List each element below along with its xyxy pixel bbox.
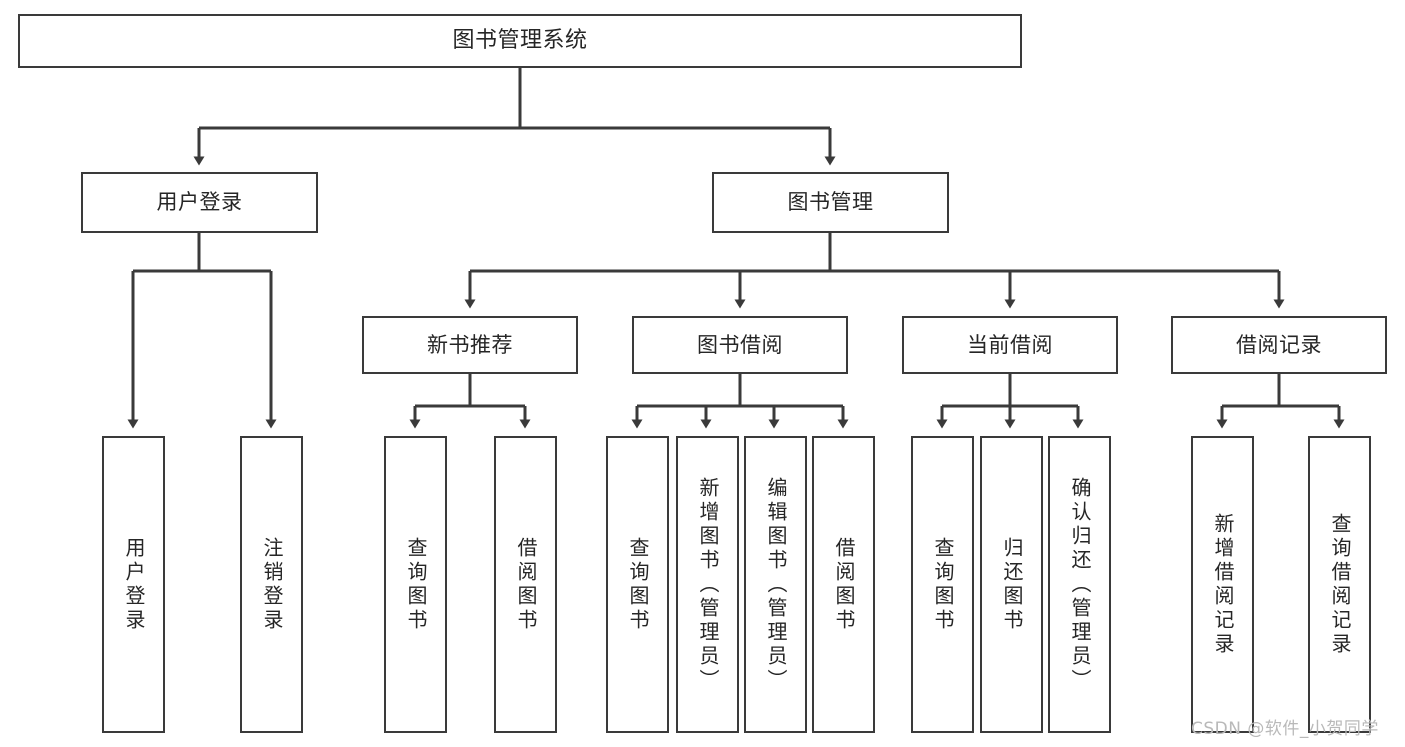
node-label: 借阅图书 bbox=[832, 536, 856, 633]
node-label: 新书推荐 bbox=[427, 332, 513, 357]
node-label: 图书管理 bbox=[787, 190, 874, 215]
node-label: 用户登录 bbox=[122, 536, 146, 633]
node-borrow-record[interactable]: 借阅记录 bbox=[1171, 316, 1387, 374]
leaf-book-borrow-add-book-admin[interactable]: 新增图书（管理员） bbox=[676, 436, 739, 733]
node-label: 图书管理系统 bbox=[452, 28, 588, 54]
leaf-book-borrow-edit-book-admin[interactable]: 编辑图书（管理员） bbox=[744, 436, 807, 733]
node-label: 用户登录 bbox=[156, 190, 243, 215]
node-current-borrow[interactable]: 当前借阅 bbox=[902, 316, 1118, 374]
node-label: 归还图书 bbox=[1000, 536, 1024, 633]
node-label: 查询图书 bbox=[404, 536, 428, 633]
node-label: 注销登录 bbox=[260, 536, 284, 633]
leaf-borrow-record-add-record[interactable]: 新增借阅记录 bbox=[1191, 436, 1254, 733]
leaf-user-login-login[interactable]: 用户登录 bbox=[102, 436, 165, 733]
leaf-current-borrow-confirm-return-admin[interactable]: 确认归还（管理员） bbox=[1048, 436, 1111, 733]
node-label: 图书借阅 bbox=[697, 332, 783, 357]
node-label: 编辑图书（管理员） bbox=[764, 476, 788, 693]
leaf-new-book-query-book[interactable]: 查询图书 bbox=[384, 436, 447, 733]
node-label: 借阅图书 bbox=[514, 536, 538, 633]
leaf-current-borrow-return-book[interactable]: 归还图书 bbox=[980, 436, 1043, 733]
node-label: 查询借阅记录 bbox=[1328, 512, 1352, 657]
node-label: 查询图书 bbox=[931, 536, 955, 633]
leaf-user-login-logout[interactable]: 注销登录 bbox=[240, 436, 303, 733]
node-label: 确认归还（管理员） bbox=[1068, 476, 1092, 693]
node-label: 新增图书（管理员） bbox=[696, 476, 720, 693]
node-new-book-recommend[interactable]: 新书推荐 bbox=[362, 316, 578, 374]
leaf-current-borrow-query-book[interactable]: 查询图书 bbox=[911, 436, 974, 733]
node-root-book-management-system[interactable]: 图书管理系统 bbox=[18, 14, 1022, 68]
node-label: 新增借阅记录 bbox=[1211, 512, 1235, 657]
node-label: 借阅记录 bbox=[1236, 332, 1322, 357]
leaf-borrow-record-query-record[interactable]: 查询借阅记录 bbox=[1308, 436, 1371, 733]
leaf-book-borrow-borrow-book[interactable]: 借阅图书 bbox=[812, 436, 875, 733]
node-user-login[interactable]: 用户登录 bbox=[81, 172, 318, 233]
csdn-watermark: CSDN @软件_小贺同学 bbox=[1191, 719, 1379, 739]
leaf-book-borrow-query-book[interactable]: 查询图书 bbox=[606, 436, 669, 733]
node-label: 当前借阅 bbox=[967, 332, 1053, 357]
node-label: 查询图书 bbox=[626, 536, 650, 633]
node-book-management[interactable]: 图书管理 bbox=[712, 172, 949, 233]
node-book-borrow[interactable]: 图书借阅 bbox=[632, 316, 848, 374]
leaf-new-book-borrow-book[interactable]: 借阅图书 bbox=[494, 436, 557, 733]
